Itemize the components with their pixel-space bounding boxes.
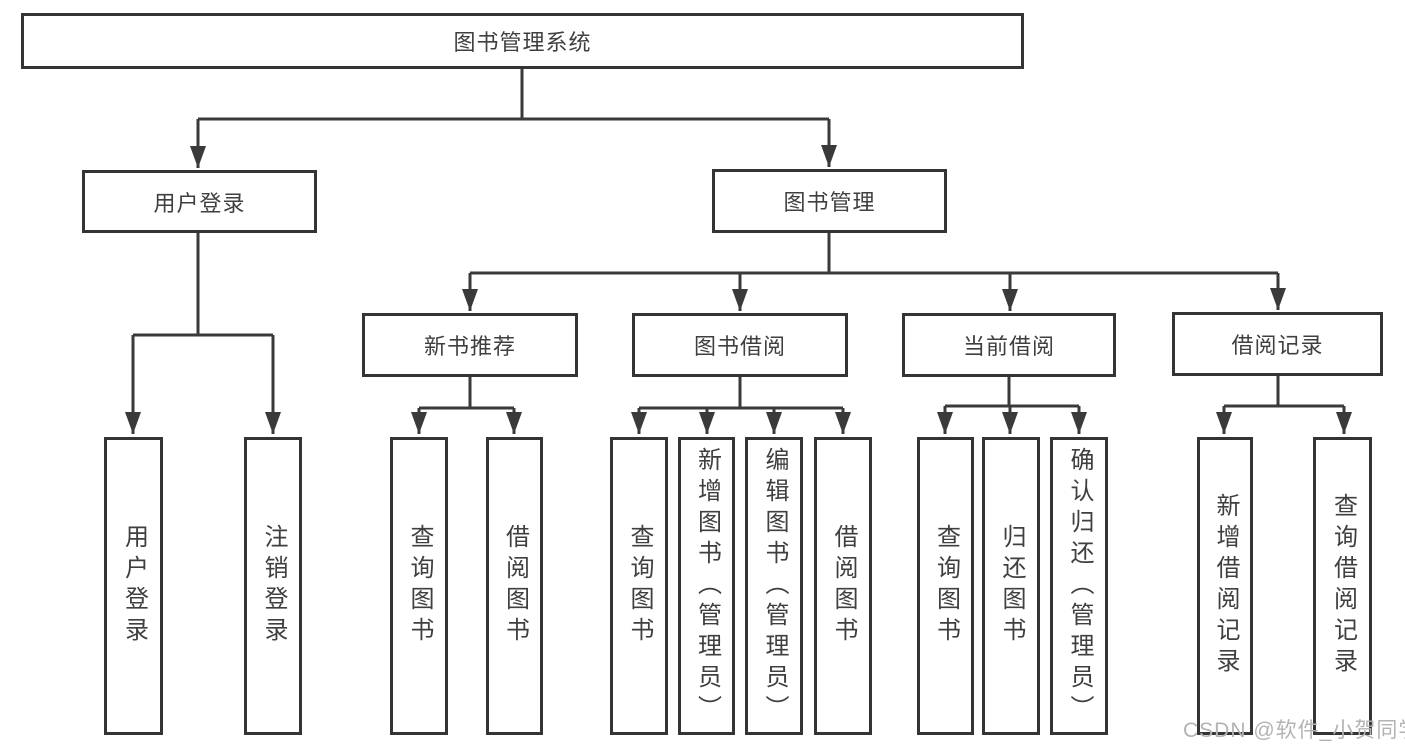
leaf-search-books-recommend: 查询图书 <box>390 437 448 735</box>
node-label: 借阅图书 <box>501 524 529 648</box>
node-label: 当前借阅 <box>962 334 1055 359</box>
leaf-edit-books-admin: 编辑图书（管理员） <box>745 437 803 735</box>
leaf-confirm-return-admin: 确认归还（管理员） <box>1050 437 1108 735</box>
leaf-logout: 注销登录 <box>244 437 302 735</box>
node-label: 编辑图书（管理员） <box>761 446 788 726</box>
leaf-return-books: 归还图书 <box>982 437 1040 735</box>
leaf-add-books-admin: 新增图书（管理员） <box>678 437 735 735</box>
node-label: 图书借阅 <box>693 334 786 359</box>
node-book-management: 图书管理 <box>712 169 947 233</box>
node-book-borrowing: 图书借阅 <box>632 313 848 377</box>
node-new-book-recommend: 新书推荐 <box>362 313 578 377</box>
node-borrowing-records: 借阅记录 <box>1172 312 1383 376</box>
leaf-search-books-current: 查询图书 <box>917 437 974 735</box>
node-label: 新增借阅记录 <box>1212 493 1239 679</box>
node-label: 查询图书 <box>626 524 653 648</box>
node-root-system: 图书管理系统 <box>21 13 1024 69</box>
node-label: 借阅记录 <box>1231 333 1324 358</box>
node-current-borrowing: 当前借阅 <box>902 313 1116 377</box>
node-label: 确认归还（管理员） <box>1066 446 1093 726</box>
leaf-user-login: 用户登录 <box>104 437 163 735</box>
node-label: 借阅图书 <box>830 524 857 648</box>
csdn-watermark: CSDN @软件_小贺同学 <box>1183 719 1405 742</box>
node-label: 查询图书 <box>406 524 433 648</box>
node-label: 查询图书 <box>932 524 960 648</box>
node-label: 查询借阅记录 <box>1329 493 1357 679</box>
leaf-add-borrow-record: 新增借阅记录 <box>1197 437 1253 735</box>
leaf-search-books-borrowing: 查询图书 <box>610 437 668 735</box>
leaf-borrow-books-recommend: 借阅图书 <box>486 437 543 735</box>
node-label: 归还图书 <box>998 524 1025 648</box>
node-label: 图书管理系统 <box>453 30 592 55</box>
node-label: 新书推荐 <box>423 334 516 359</box>
node-label: 图书管理 <box>783 190 876 215</box>
node-user-login: 用户登录 <box>82 170 317 233</box>
node-label: 注销登录 <box>260 524 287 648</box>
leaf-search-borrow-record: 查询借阅记录 <box>1313 437 1372 735</box>
leaf-borrow-books-borrowing: 借阅图书 <box>814 437 872 735</box>
node-label: 用户登录 <box>153 190 246 216</box>
node-label: 用户登录 <box>120 524 148 648</box>
node-label: 新增图书（管理员） <box>693 446 721 726</box>
